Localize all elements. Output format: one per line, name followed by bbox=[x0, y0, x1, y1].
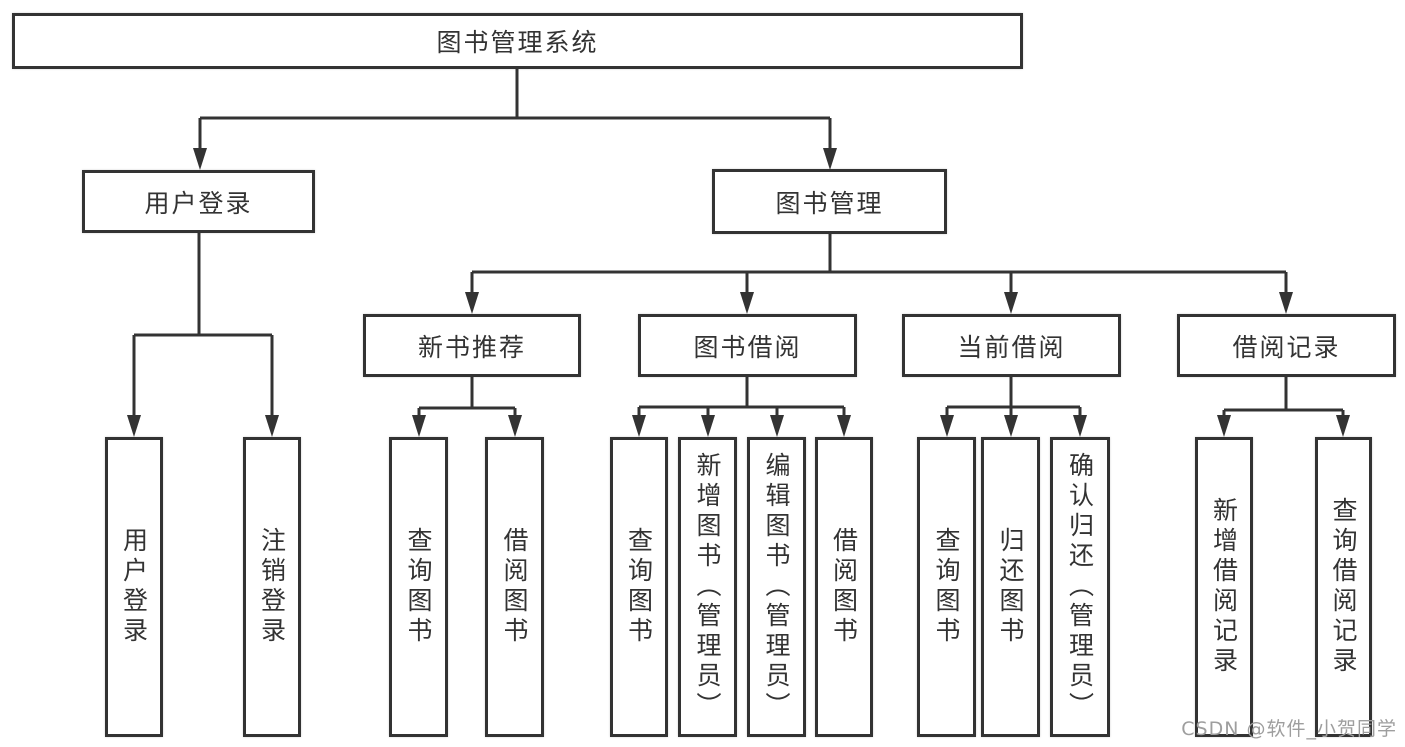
node-label-book-management: 图书管理 bbox=[775, 188, 884, 218]
node-box-book-management: 图书管理 bbox=[712, 169, 947, 234]
node-label-query-borrow-record: 查询借阅记录 bbox=[1329, 497, 1358, 677]
node-label-borrowing-records: 借阅记录 bbox=[1232, 332, 1341, 362]
node-label-edit-books-admin: 编辑图书（管理员） bbox=[762, 452, 791, 722]
node-label-borrow-books-recommend: 借阅图书 bbox=[500, 527, 529, 647]
node-box-borrowing-records: 借阅记录 bbox=[1177, 314, 1396, 377]
node-box-return-books: 归还图书 bbox=[981, 437, 1040, 737]
node-box-borrow-books-leaf: 借阅图书 bbox=[815, 437, 873, 737]
connector-new-book-children bbox=[417, 377, 517, 416]
node-label-return-books: 归还图书 bbox=[996, 527, 1025, 647]
node-box-user-login-leaf: 用户登录 bbox=[105, 437, 163, 737]
node-label-confirm-return-admin: 确认归还（管理员） bbox=[1065, 452, 1095, 722]
node-label-user-login: 用户登录 bbox=[144, 188, 253, 218]
arrowheads bbox=[127, 148, 1350, 437]
node-box-book-borrowing: 图书借阅 bbox=[638, 314, 857, 377]
node-label-query-books-current: 查询图书 bbox=[932, 527, 961, 647]
connector-borrow-record-children bbox=[1222, 377, 1345, 416]
node-label-borrow-books-leaf: 借阅图书 bbox=[829, 527, 859, 647]
node-box-edit-books-admin: 编辑图书（管理员） bbox=[747, 437, 806, 737]
connector-book-borrow-children bbox=[637, 377, 846, 416]
node-label-new-book-recommend: 新书推荐 bbox=[417, 332, 526, 362]
connector-book-mgmt-children bbox=[470, 234, 1288, 292]
connector-user-login-children bbox=[132, 233, 274, 417]
node-box-query-borrow-record: 查询借阅记录 bbox=[1315, 437, 1372, 737]
node-box-query-books-current: 查询图书 bbox=[917, 437, 976, 737]
node-box-new-book-recommend: 新书推荐 bbox=[363, 314, 581, 377]
node-label-current-borrowing: 当前借阅 bbox=[957, 332, 1066, 362]
node-box-system: 图书管理系统 bbox=[12, 13, 1023, 69]
node-box-user-login: 用户登录 bbox=[82, 170, 315, 233]
node-box-query-books-recommend: 查询图书 bbox=[389, 437, 448, 737]
watermark-text: CSDN @软件_小贺同学 bbox=[1181, 718, 1397, 740]
node-box-logout: 注销登录 bbox=[243, 437, 301, 737]
node-box-borrow-books-recommend: 借阅图书 bbox=[485, 437, 544, 737]
node-label-book-borrowing: 图书借阅 bbox=[693, 332, 802, 362]
node-label-query-books-borrow: 查询图书 bbox=[624, 527, 654, 647]
connector-current-borrow-children bbox=[945, 377, 1082, 416]
node-box-confirm-return-admin: 确认归还（管理员） bbox=[1050, 437, 1110, 737]
node-box-query-books-borrow: 查询图书 bbox=[610, 437, 668, 737]
node-box-add-books-admin: 新增图书（管理员） bbox=[678, 437, 737, 737]
node-box-current-borrowing: 当前借阅 bbox=[902, 314, 1121, 377]
node-label-add-books-admin: 新增图书（管理员） bbox=[693, 452, 722, 722]
connector-root-to-level2 bbox=[198, 69, 832, 150]
node-label-add-borrow-record: 新增借阅记录 bbox=[1209, 497, 1239, 677]
node-label-logout: 注销登录 bbox=[257, 527, 287, 647]
node-label-user-login-leaf: 用户登录 bbox=[119, 527, 149, 647]
node-label-system: 图书管理系统 bbox=[436, 28, 599, 57]
node-label-query-books-recommend: 查询图书 bbox=[404, 527, 433, 647]
node-box-add-borrow-record: 新增借阅记录 bbox=[1195, 437, 1253, 737]
